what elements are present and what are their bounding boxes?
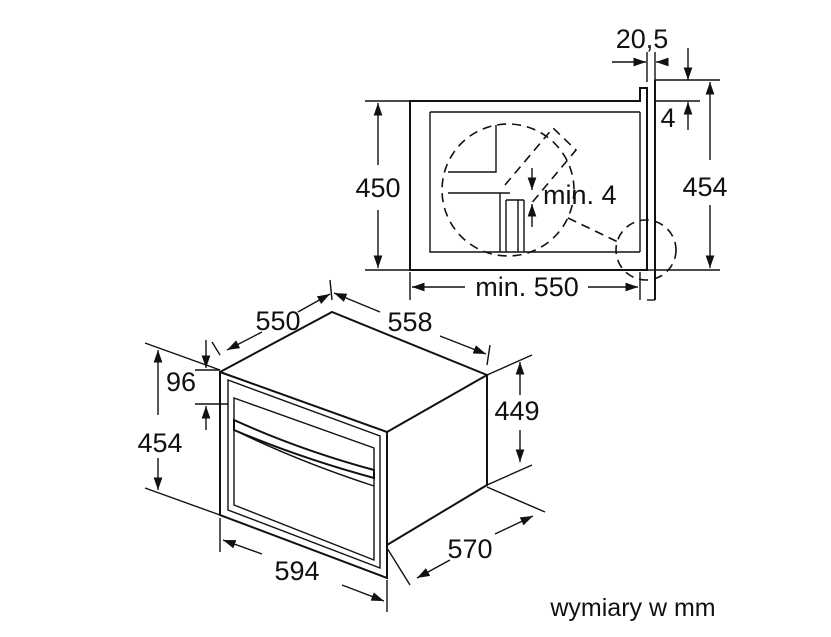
dim-depth: 550 xyxy=(255,306,300,336)
cabinet-cutout-outline xyxy=(409,87,648,271)
dim-top-gap: 4 xyxy=(660,103,675,133)
appliance-inner-outline xyxy=(429,111,641,253)
front-panel xyxy=(219,370,388,580)
door-window xyxy=(233,397,375,562)
dim-clearance: min. 4 xyxy=(543,180,617,210)
detail-circle-small xyxy=(615,219,677,281)
door-handle xyxy=(233,418,375,480)
appliance-dimensions: 550 558 96 454 449 570 59 xyxy=(137,279,546,612)
dim-body-height: 449 xyxy=(494,396,539,426)
dim-panel-offset: 96 xyxy=(166,367,196,397)
detail-circle xyxy=(441,123,575,257)
appliance-isometric xyxy=(219,310,490,580)
dim-cutout-depth: min. 550 xyxy=(475,272,579,302)
units-note: wymiary w mm xyxy=(549,594,715,622)
dim-panel-thickness: 20,5 xyxy=(616,24,669,54)
dim-width-back: 558 xyxy=(387,307,432,337)
dim-cutout-height: 450 xyxy=(355,173,400,203)
dim-front-width: 594 xyxy=(274,556,319,586)
dim-total-height: 454 xyxy=(682,172,727,202)
dim-body-depth: 570 xyxy=(447,534,492,564)
side-view-dimensions: 20,5 4 454 450 min. 4 min. 550 xyxy=(355,24,727,302)
dim-front-height: 454 xyxy=(137,428,182,458)
